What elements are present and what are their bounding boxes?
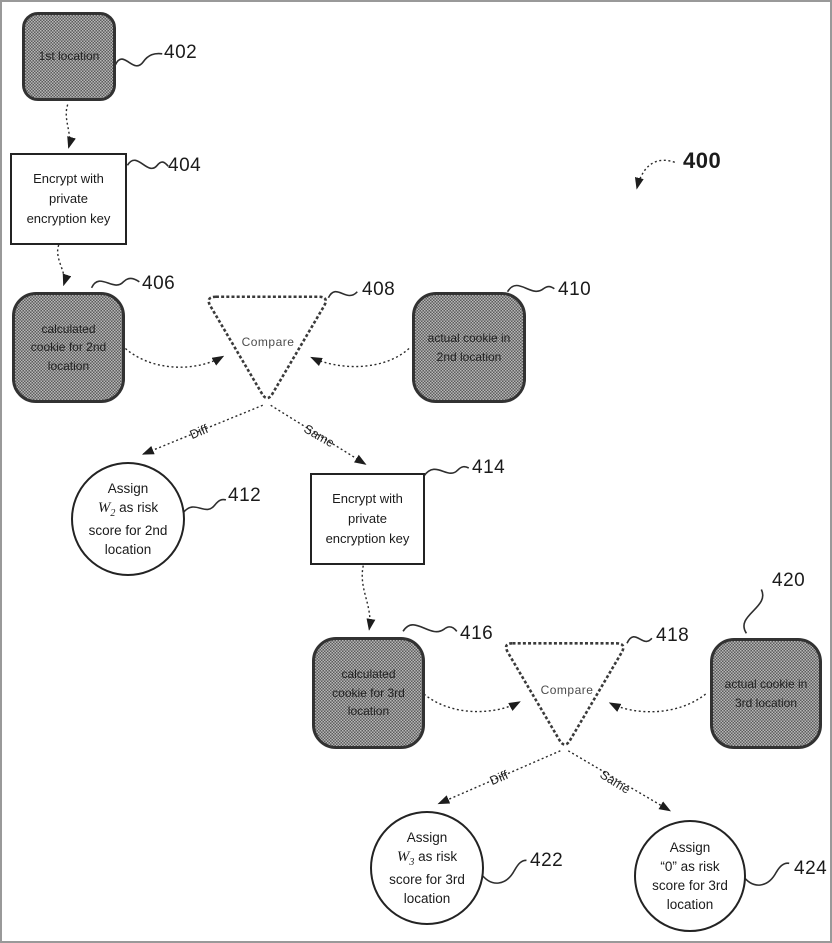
ref-label-416: 416 <box>460 623 494 644</box>
compare-triangle-418 <box>504 641 625 746</box>
arrow-410-to-compare <box>310 348 410 368</box>
ref-label-402: 402 <box>164 42 198 63</box>
leader-412 <box>182 498 227 514</box>
node-assign-w3: Assign W3 as risk score for 3rd location <box>370 811 484 925</box>
node-assign-zero: Assign “0” as risk score for 3rd locatio… <box>634 820 746 932</box>
assign-w3-line2: W3 as risk <box>396 848 458 868</box>
node-actual-cookie-2nd: actual cookie in 2nd location <box>412 292 526 403</box>
assign-w2-line3: score for 2nd <box>88 523 168 539</box>
arrow-416-to-compare <box>423 693 521 713</box>
w2-variable: W2 <box>97 499 116 519</box>
leader-410 <box>506 284 555 293</box>
ref-label-410: 410 <box>558 279 592 300</box>
assign-w3-line3: score for 3rd <box>389 872 465 888</box>
arrow-402-to-404 <box>65 104 76 149</box>
compare-triangle-408 <box>207 295 328 400</box>
assign-zero-line1: Assign <box>669 839 711 855</box>
arrow-420-to-compare <box>608 693 707 713</box>
ref-label-418: 418 <box>656 625 690 646</box>
assign-w3-line4: location <box>403 891 451 907</box>
compare-label-408: Compare <box>241 335 295 349</box>
arrow-406-to-compare <box>124 347 225 368</box>
assign-w2-line4: location <box>104 542 152 558</box>
arrow-same-to-424 <box>567 750 672 812</box>
ref-label-420: 420 <box>772 570 806 591</box>
ref-label-414: 414 <box>472 457 506 478</box>
leader-406 <box>90 277 140 289</box>
node-calculated-cookie-2nd: calculated cookie for 2nd location <box>12 292 125 403</box>
node-assign-w2: Assign W2 as risk score for 2nd location <box>71 462 185 576</box>
assign-zero-line2: “0” as risk <box>660 858 720 874</box>
leader-420 <box>743 589 764 634</box>
ref-label-422: 422 <box>530 850 564 871</box>
leader-408 <box>327 290 358 299</box>
figure-ref-400: 400 <box>683 148 722 173</box>
arrow-figure-400-pointer <box>634 159 675 190</box>
ref-label-424: 424 <box>794 858 828 879</box>
ref-label-408: 408 <box>362 279 396 300</box>
arrow-404-to-406 <box>56 244 72 287</box>
arrow-same-to-414 <box>270 404 367 465</box>
assign-w3-line1: Assign <box>406 829 448 845</box>
node-calculated-cookie-3rd: calculated cookie for 3rd location <box>312 637 425 749</box>
leader-416 <box>402 624 458 633</box>
w3-variable: W3 <box>396 848 415 868</box>
assign-w2-line2: W2 as risk <box>97 499 159 519</box>
node-encrypt-3rd: Encrypt with private encryption key <box>310 473 425 565</box>
assign-zero-line4: location <box>666 897 714 913</box>
ref-label-406: 406 <box>142 273 176 294</box>
node-actual-cookie-3rd: actual cookie in 3rd location <box>710 638 822 749</box>
leader-404 <box>126 159 169 169</box>
assign-w2-line1: Assign <box>107 480 149 496</box>
arrow-414-to-416 <box>361 565 376 631</box>
assign-zero-line3: score for 3rd <box>652 878 728 893</box>
ref-label-412: 412 <box>228 485 262 506</box>
arrow-diff-to-422 <box>437 750 561 805</box>
leader-424 <box>741 862 790 886</box>
arrow-diff-to-412 <box>141 404 264 455</box>
leader-418 <box>626 636 653 644</box>
node-1st-location: 1st location <box>22 12 116 101</box>
leader-402 <box>114 52 163 67</box>
ref-label-404: 404 <box>168 155 202 176</box>
node-encrypt-2nd: Encrypt with private encryption key <box>10 153 127 245</box>
leader-422 <box>480 859 527 884</box>
compare-label-418: Compare <box>540 683 594 697</box>
leader-414 <box>423 465 470 477</box>
